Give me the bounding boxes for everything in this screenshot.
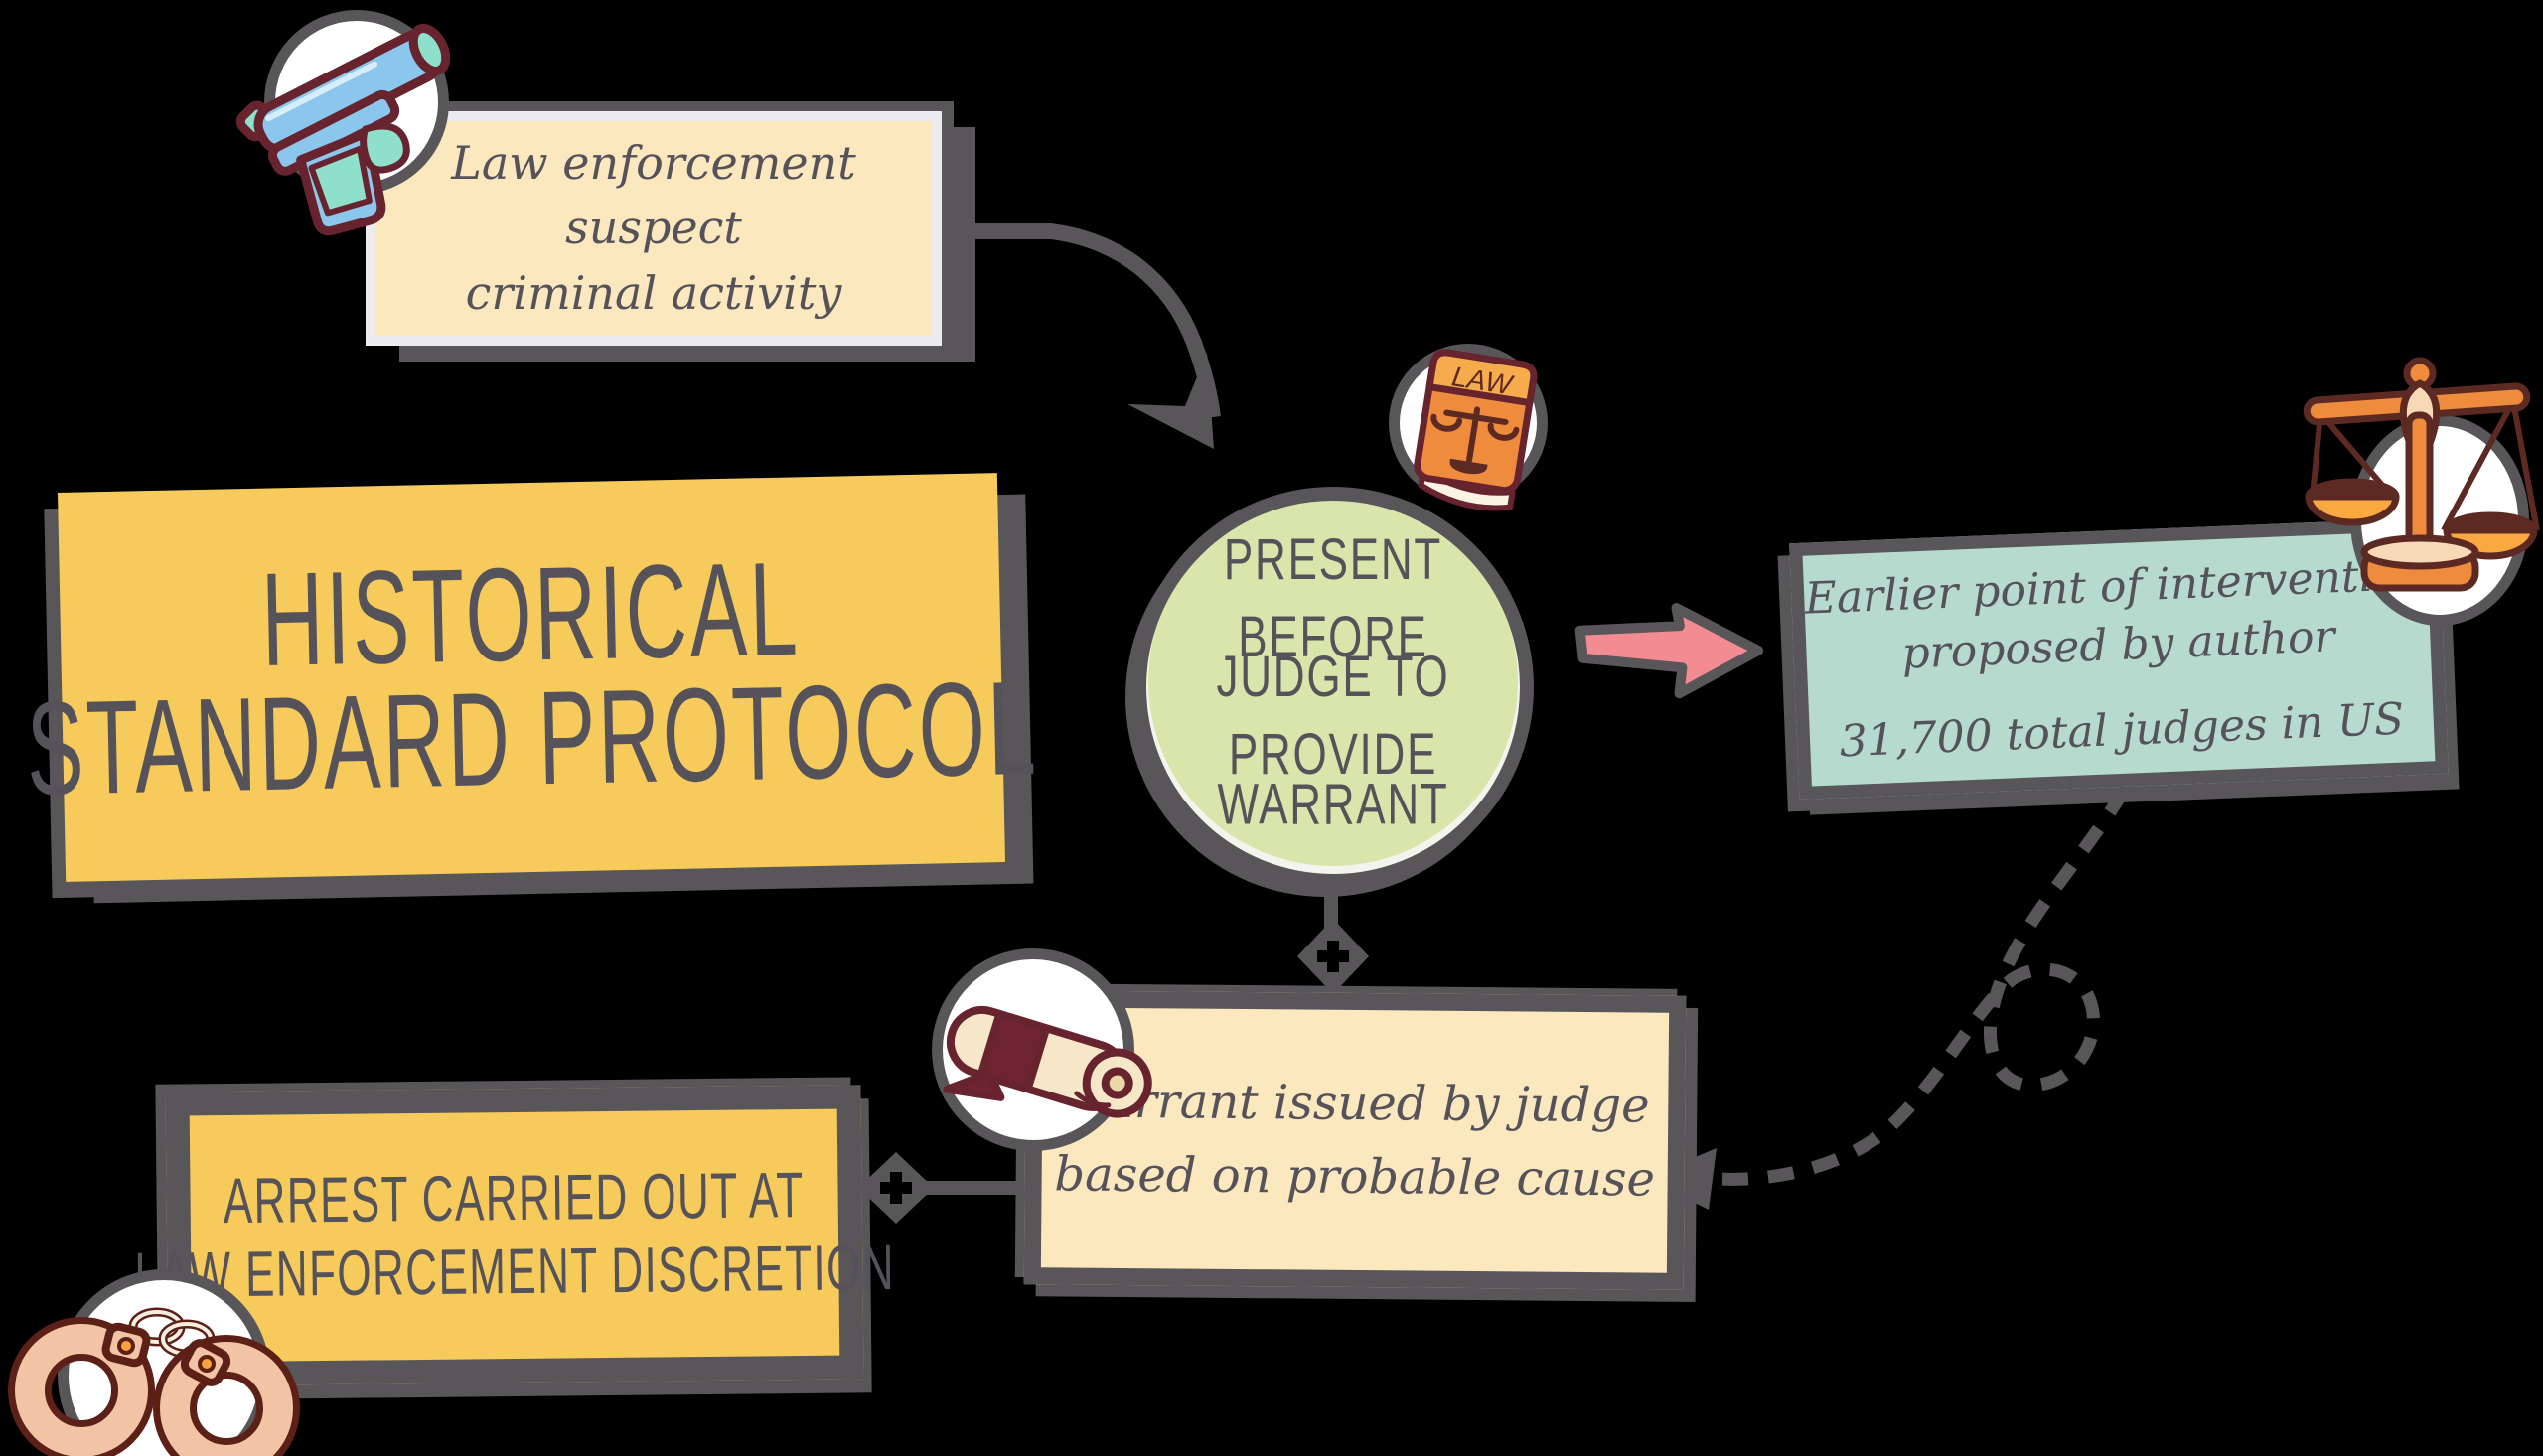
scroll-icon	[943, 1006, 1152, 1118]
arrow-present-to-intervention	[1574, 603, 1764, 699]
diamond-arrowhead-down	[1297, 919, 1369, 994]
node-suspect-box: Law enforcement suspect criminal activit…	[366, 111, 942, 346]
title-line-2: STANDARD PROTOCOL	[25, 653, 1040, 823]
gun-icon	[235, 24, 451, 236]
present-line-2: JUDGE TO PROVIDE	[1216, 645, 1450, 788]
node-present-circle: PRESENT BEFORE JUDGE TO PROVIDE WARRANT	[1132, 487, 1534, 888]
present-line-3: WARRANT	[1217, 773, 1449, 837]
present-line-1: PRESENT BEFORE	[1223, 527, 1443, 670]
intervention-stat: 31,700 total judges in US	[1838, 693, 2406, 768]
handcuffs-icon	[8, 1307, 300, 1456]
arrow-suspect-to-present	[973, 223, 1221, 449]
warrant-line-2: based on probable cause	[1054, 1146, 1656, 1208]
suspect-line-2: criminal activity	[465, 265, 842, 320]
law-book-icon: LAW	[1414, 349, 1538, 511]
diamond-arrowhead-left	[858, 1152, 1017, 1224]
title-box: HISTORICAL STANDARD PROTOCOL	[26, 473, 1040, 882]
scales-icon	[2303, 357, 2540, 592]
suspect-line-1: Law enforcement suspect	[451, 136, 856, 255]
